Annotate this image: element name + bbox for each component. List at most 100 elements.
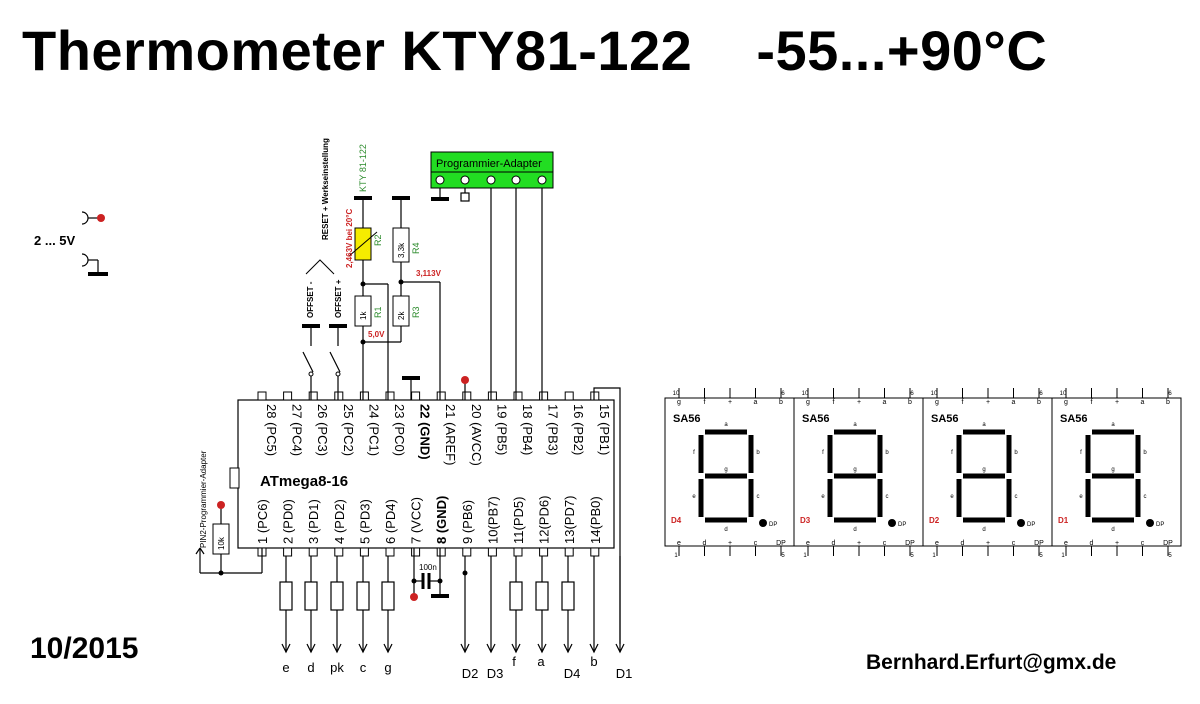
- display-pin-number: 6: [1168, 391, 1172, 397]
- chip-pin-top: [487, 391, 497, 401]
- output-line: [460, 556, 470, 654]
- display-pin-top: b: [908, 399, 912, 406]
- chip-pin-bottom: [411, 547, 421, 557]
- display-pin-top: a: [1012, 399, 1016, 406]
- digit-label: D4: [671, 516, 682, 525]
- page-title: Thermometer KTY81-122-55...+90°C: [22, 18, 1047, 83]
- segment-dp: [759, 519, 767, 527]
- display-pin-number: 5: [781, 553, 785, 559]
- segment-label: a: [982, 422, 986, 428]
- chip-pin-top: [564, 391, 574, 401]
- output-label: a: [537, 654, 545, 669]
- output-label: d: [307, 660, 314, 675]
- segment-dp: [1146, 519, 1154, 527]
- display-pin-number: 1: [803, 553, 807, 559]
- pin2-label: PIN2-Programmier-Adapter: [199, 450, 208, 548]
- chip-pin-label-bottom: 14(PB0): [588, 496, 603, 544]
- resistor-r3: [392, 295, 410, 327]
- chip-pin-label-top: 16 (PB2): [571, 404, 586, 455]
- segment-label: b: [756, 450, 760, 456]
- output-line: [330, 556, 344, 654]
- output-label: f: [512, 654, 516, 669]
- vcc-terminal: [410, 593, 418, 601]
- reset-label: RESET + Werkseinstellung: [321, 138, 330, 240]
- segment-label: a: [853, 422, 857, 428]
- sensor-network: [354, 196, 466, 400]
- segment-label: DP: [898, 522, 906, 528]
- display-pin-bottom: +: [986, 540, 990, 547]
- chip-pin-label-top: 24 (PC1): [366, 404, 381, 456]
- segment-label: f: [822, 450, 824, 456]
- chip-pin-label-bottom: 13(PD7): [562, 496, 577, 544]
- chip-pin-top: [257, 391, 267, 401]
- segment-label: a: [724, 422, 728, 428]
- display-pin-number: 1: [1061, 553, 1065, 559]
- segment-label: g: [982, 467, 985, 473]
- segment-resistor: [304, 581, 318, 611]
- display-pin-number: 1: [674, 553, 678, 559]
- chip-pin-label-top: 17 (PB3): [546, 404, 561, 455]
- atmega-chip: ATmega8-16 28 (PC5)27 (PC4)26 (PC3)25 (P…: [229, 391, 615, 557]
- r1-ref: R1: [373, 306, 383, 318]
- segment-label: d: [724, 527, 727, 533]
- power-supply: [81, 211, 108, 276]
- segment-label: e: [692, 494, 696, 500]
- chip-pin-label-bottom: 6 (PD4): [383, 499, 398, 544]
- chip-pin-label-top: 28 (PC5): [264, 404, 279, 456]
- display-pin-number: 5: [1039, 553, 1043, 559]
- segment-label: g: [1111, 467, 1114, 473]
- segment-resistor: [535, 581, 549, 611]
- segment-resistor: [279, 581, 293, 611]
- display-pin-top: g: [1064, 399, 1068, 406]
- segment-label: g: [724, 467, 727, 473]
- programmer-label: Programmier-Adapter: [436, 158, 542, 170]
- segment-dp: [888, 519, 896, 527]
- segment-label: d: [982, 527, 985, 533]
- chip-pin-top: [462, 391, 472, 401]
- segment-label: e: [950, 494, 954, 500]
- output-label: D1: [616, 666, 633, 681]
- segment-label: DP: [1156, 522, 1164, 528]
- chip-pin-bottom: [436, 547, 446, 557]
- chip-pin-label-bottom: 2 (PD0): [281, 499, 296, 544]
- display-pin-top: f: [1091, 399, 1093, 406]
- chip-pin-top: [411, 391, 421, 401]
- chip-pin-label-bottom: 5 (PD3): [357, 499, 372, 544]
- segment-resistor: [356, 581, 370, 611]
- resistor-r1: [354, 295, 372, 327]
- chip-pin-label-bottom: 11(PD5): [511, 497, 526, 544]
- chip-pin-label-bottom: 3 (PD1): [306, 499, 321, 544]
- resistor-r4: [392, 227, 410, 263]
- chip-name: ATmega8-16: [260, 473, 348, 490]
- chip-pin-top: [539, 391, 549, 401]
- display-pin-top: f: [962, 399, 964, 406]
- segment-dp: [1017, 519, 1025, 527]
- digit-label: D1: [1058, 516, 1069, 525]
- display-pin-number: 5: [1168, 553, 1172, 559]
- chip-pin-bottom: [462, 547, 472, 557]
- display-pin-top: a: [754, 399, 758, 406]
- chip-pin-label-bottom: 8 (GND): [434, 496, 449, 544]
- output-line: [589, 556, 599, 654]
- chip-pin-bottom: [283, 547, 293, 557]
- segment-label: f: [951, 450, 953, 456]
- display-pin-bottom: c: [754, 540, 758, 547]
- display-pin-top: b: [1037, 399, 1041, 406]
- d1-route: [593, 387, 621, 644]
- display-pin-top: a: [883, 399, 887, 406]
- capacitor-value: 100n: [419, 563, 437, 572]
- display-model: SA56: [931, 413, 959, 425]
- display-pin-top: g: [935, 399, 939, 406]
- output-label: D4: [564, 666, 581, 681]
- display-pin-top: g: [677, 399, 681, 406]
- pullup-resistor: [212, 523, 230, 555]
- chip-pin-label-bottom: 1 (PC6): [255, 499, 270, 544]
- title-main: Thermometer KTY81-122: [22, 19, 693, 82]
- output-line: [535, 556, 549, 654]
- display-pin-top: +: [728, 399, 732, 406]
- display-pin-top: b: [779, 399, 783, 406]
- segment-label: b: [1143, 450, 1147, 456]
- output-line: [561, 556, 575, 654]
